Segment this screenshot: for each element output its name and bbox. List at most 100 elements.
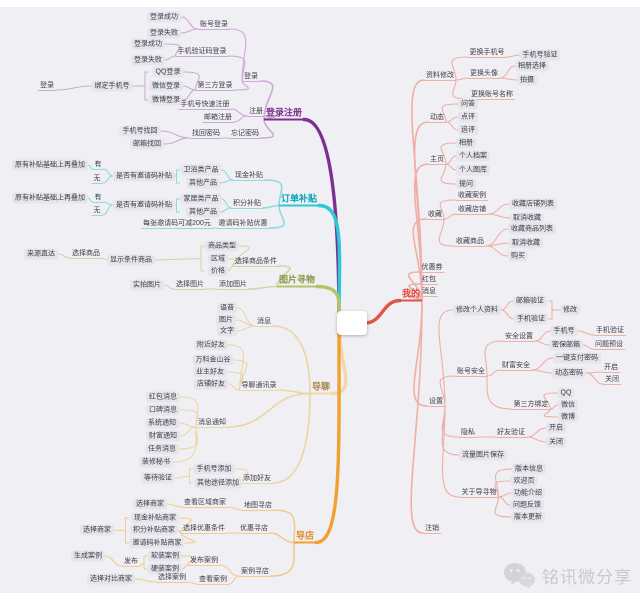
mindmap-node[interactable]: 账号登录 bbox=[198, 21, 230, 30]
mindmap-node[interactable]: 密保邮箱 bbox=[549, 339, 583, 351]
mindmap-node[interactable]: 选择商品条件 bbox=[233, 258, 279, 267]
mindmap-node[interactable]: 原有补贴基础上再叠加 bbox=[12, 159, 88, 171]
mindmap-node[interactable]: 无 bbox=[91, 175, 103, 184]
mindmap-node[interactable]: 微信登录 bbox=[149, 80, 183, 92]
mindmap-node[interactable]: 更换手机号 bbox=[467, 49, 507, 58]
mindmap-node[interactable]: 其他产品 bbox=[186, 177, 220, 189]
mindmap-node[interactable]: 更换头像 bbox=[468, 70, 500, 79]
mindmap-node[interactable]: 发布案例 bbox=[188, 557, 220, 566]
mindmap-node[interactable]: 有 bbox=[92, 161, 104, 170]
mindmap-node[interactable]: 查看案例 bbox=[197, 576, 229, 585]
mindmap-node[interactable]: 提问 bbox=[456, 178, 476, 190]
mindmap-node[interactable]: 欢迎页 bbox=[510, 475, 538, 487]
mindmap-node[interactable]: 店铺好友 bbox=[194, 378, 228, 390]
mindmap-node[interactable]: 财富安全 bbox=[500, 362, 532, 371]
mindmap-node[interactable]: 口碑消息 bbox=[146, 404, 180, 416]
mindmap-node[interactable]: 修改个人资料 bbox=[453, 304, 501, 316]
mindmap-node[interactable]: 开启 bbox=[602, 364, 620, 373]
mindmap-node[interactable]: 登录 bbox=[242, 73, 260, 82]
mindmap-node[interactable]: 动态 bbox=[428, 114, 446, 123]
mindmap-node[interactable]: 系统通知 bbox=[145, 417, 179, 429]
mindmap-node[interactable]: 账号安全 bbox=[455, 368, 487, 377]
mindmap-node[interactable]: 查看区域商家 bbox=[182, 499, 228, 508]
mindmap-node[interactable]: 装修秘书 bbox=[139, 456, 173, 468]
mindmap-node[interactable]: 关闭 bbox=[546, 436, 566, 448]
mindmap-node[interactable]: 取消收藏 bbox=[510, 212, 544, 224]
mindmap-node[interactable]: 相册选择 bbox=[515, 60, 549, 72]
mindmap-node[interactable]: 是否有邀请码补贴 bbox=[113, 170, 175, 182]
mindmap-node[interactable]: 微博 bbox=[558, 411, 578, 423]
mindmap-node[interactable]: 选择对比商家 bbox=[87, 573, 135, 585]
mindmap-node[interactable]: 相册 bbox=[456, 137, 476, 149]
mindmap-node[interactable]: 红包消息 bbox=[146, 391, 180, 403]
mindmap-node[interactable]: 优惠寻店 bbox=[238, 525, 270, 534]
mindmap-node[interactable]: 消息通知 bbox=[196, 419, 228, 428]
mindmap-node[interactable]: 添加图片 bbox=[217, 281, 249, 290]
branch-label-shop[interactable]: 导店 bbox=[293, 531, 317, 544]
mindmap-node[interactable]: 现金补贴 bbox=[233, 172, 265, 181]
mindmap-node[interactable]: 添加好友 bbox=[241, 475, 273, 484]
mindmap-node[interactable]: 收藏店铺列表 bbox=[509, 198, 557, 210]
mindmap-node[interactable]: 取消收藏 bbox=[509, 237, 543, 249]
mindmap-node[interactable]: 选择商品 bbox=[70, 250, 102, 259]
mindmap-node[interactable]: 忘记密码 bbox=[229, 130, 261, 139]
mindmap-node[interactable]: 手机验证码登录 bbox=[175, 48, 229, 57]
mindmap-node[interactable]: 选择商家 bbox=[80, 524, 114, 536]
mindmap-node[interactable]: 万科金山谷 bbox=[192, 354, 234, 366]
mindmap-node[interactable]: 商品类型 bbox=[205, 240, 239, 252]
mindmap-node[interactable]: 硬装案例 bbox=[148, 563, 182, 575]
mindmap-node[interactable]: 版本信息 bbox=[512, 463, 546, 475]
mindmap-node[interactable]: 更换账号名称 bbox=[469, 91, 515, 100]
mindmap-node[interactable]: 每张邀请码可减200元 bbox=[141, 220, 213, 229]
mindmap-node[interactable]: 主页 bbox=[428, 156, 446, 165]
mindmap-node[interactable]: 一键支付密码 bbox=[553, 352, 601, 364]
mindmap-node[interactable]: 收藏商品 bbox=[454, 238, 486, 247]
mindmap-node[interactable]: 等待验证 bbox=[141, 472, 175, 484]
mindmap-node[interactable]: 找回密码 bbox=[190, 130, 222, 139]
mindmap-node[interactable]: 是否有邀请码补贴 bbox=[113, 199, 175, 211]
mindmap-node[interactable]: 个人图库 bbox=[456, 164, 490, 176]
mindmap-node[interactable]: 原有补贴基础上再叠加 bbox=[12, 192, 88, 204]
branch-label-chat[interactable]: 导聊 bbox=[309, 382, 333, 395]
mindmap-node[interactable]: 邀请码补贴商家 bbox=[129, 537, 185, 549]
mindmap-node[interactable]: 拍摄 bbox=[517, 74, 537, 86]
mindmap-node[interactable]: 手机号找回 bbox=[119, 125, 161, 137]
mindmap-node[interactable]: 现金补贴商家 bbox=[131, 512, 179, 524]
mindmap-node[interactable]: 财富通知 bbox=[146, 430, 180, 442]
mindmap-node[interactable]: 开启 bbox=[546, 422, 566, 434]
mindmap-node[interactable]: 资料修改 bbox=[424, 72, 456, 81]
mindmap-node[interactable]: 登录失败 bbox=[147, 27, 181, 39]
mindmap-node[interactable]: 微信 bbox=[558, 399, 578, 411]
mindmap-node[interactable]: 显示条件商品 bbox=[107, 254, 155, 266]
mindmap-node[interactable]: 导聊通讯录 bbox=[239, 382, 279, 391]
mindmap-node[interactable]: 来源直达 bbox=[24, 248, 58, 260]
mindmap-node[interactable]: 选择商家 bbox=[133, 498, 167, 510]
mindmap-node[interactable]: 案例寻店 bbox=[239, 568, 271, 577]
mindmap-node[interactable]: 手机验证 bbox=[594, 327, 626, 336]
mindmap-node[interactable]: 红包 bbox=[420, 276, 438, 285]
mindmap-node[interactable]: 手机号快速注册 bbox=[178, 101, 232, 110]
mindmap-node[interactable]: 收藏商品列表 bbox=[508, 223, 556, 235]
mindmap-node[interactable]: 微博登录 bbox=[149, 94, 183, 106]
mindmap-node[interactable]: 问答 bbox=[458, 98, 478, 110]
mindmap-node[interactable]: 有 bbox=[92, 194, 104, 203]
mindmap-node[interactable]: 软装案例 bbox=[148, 550, 182, 562]
mindmap-node[interactable]: 注销 bbox=[423, 525, 441, 534]
mindmap-node[interactable]: 积分补贴 bbox=[231, 200, 263, 209]
central-topic-node[interactable] bbox=[337, 311, 367, 335]
mindmap-node[interactable]: 文字 bbox=[217, 325, 237, 337]
mindmap-node[interactable]: 流量图片保存 bbox=[459, 449, 507, 461]
mindmap-node[interactable]: 追评 bbox=[458, 124, 478, 136]
mindmap-node[interactable]: 语音 bbox=[217, 302, 237, 314]
mindmap-node[interactable]: 登录成功 bbox=[131, 38, 165, 50]
mindmap-node[interactable]: 选择案例 bbox=[156, 574, 188, 583]
mindmap-node[interactable]: 任务消息 bbox=[145, 443, 179, 455]
mindmap-node[interactable]: 问题反馈 bbox=[510, 499, 544, 511]
branch-label-mine[interactable]: 我的 bbox=[399, 289, 423, 302]
mindmap-node[interactable]: 好友验证 bbox=[495, 429, 527, 438]
mindmap-node[interactable]: 生成案例 bbox=[71, 550, 105, 562]
mindmap-node[interactable]: 邮箱验证 bbox=[513, 295, 547, 307]
mindmap-node[interactable]: 选择图片 bbox=[174, 281, 206, 290]
mindmap-node[interactable]: 其他产品 bbox=[186, 206, 220, 218]
mindmap-node[interactable]: 价格 bbox=[208, 265, 228, 277]
